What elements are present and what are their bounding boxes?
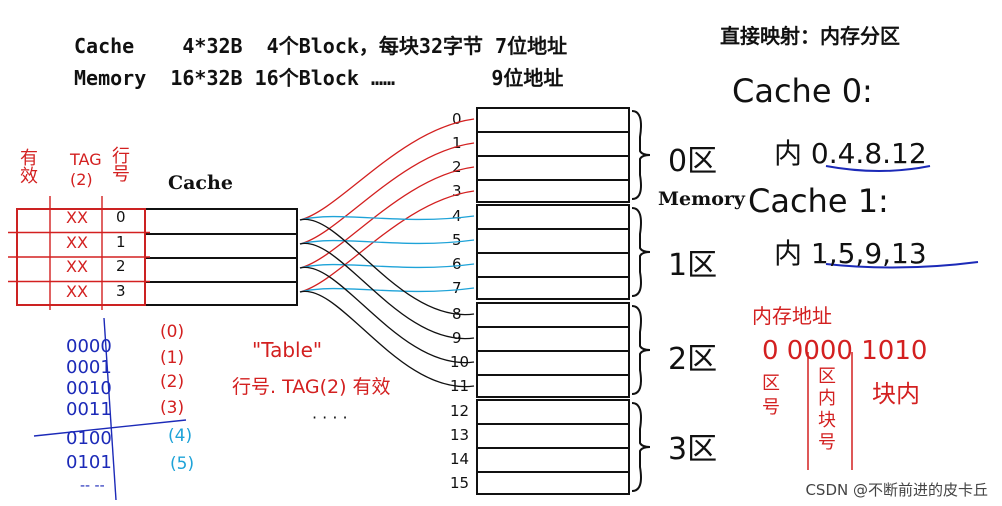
memory-row-index: 7: [452, 279, 462, 297]
memory-row-index: 14: [450, 450, 470, 468]
memory-row-index: 2: [452, 158, 462, 176]
memory-row-index: 5: [452, 231, 462, 249]
bin-index: (2): [160, 372, 185, 392]
zone-label: 0区: [668, 144, 718, 179]
memory-row-divider: [476, 179, 630, 181]
mapping-line: [299, 215, 475, 221]
tag-mark: XX: [66, 208, 88, 227]
watermark: CSDN @不断前进的皮卡丘: [805, 481, 988, 499]
memory-row-divider: [476, 276, 630, 278]
memory-row-index: 4: [452, 207, 462, 225]
zone-label: 2区: [668, 342, 718, 377]
table-quote: "Table": [252, 338, 323, 362]
memory-row-divider: [476, 471, 630, 473]
zone-brace: [631, 207, 651, 297]
tag-header: TAG (2): [70, 150, 102, 189]
zone-brace: [631, 402, 651, 492]
header-line-1: Cache 4*32B 4个Block，每块32字节 7位地址: [74, 34, 568, 58]
memory-label: Memory: [658, 188, 745, 210]
bin-row: 0010: [66, 378, 112, 399]
bin-index: (0): [160, 322, 185, 342]
binary-divider: [33, 419, 187, 437]
memory-row-index: 3: [452, 182, 462, 200]
tag-mark: XX: [66, 233, 88, 252]
cache0-label: Cache 0:: [732, 72, 873, 110]
zone-number: 区 号: [762, 373, 780, 418]
bin-row: -- --: [80, 478, 105, 494]
memory-row-index: 6: [452, 255, 462, 273]
table-dots: · · · ·: [312, 408, 348, 427]
tag-mark: XX: [66, 282, 88, 301]
bin-row: 0101: [66, 452, 112, 473]
bin-row: 0001: [66, 357, 112, 378]
cache1-label: Cache 1:: [748, 182, 889, 220]
memory-row-index: 12: [450, 402, 470, 420]
cache0-items: 内 0.4.8.12: [774, 137, 927, 170]
mapping-line: [299, 218, 475, 316]
memory-row-divider: [476, 252, 630, 254]
bin-index: (3): [160, 398, 185, 418]
mapping-line: [299, 263, 475, 269]
memory-row-index: 15: [450, 474, 470, 492]
underline: [825, 165, 931, 172]
zone-label: 3区: [668, 432, 718, 467]
mapping-line: [299, 239, 475, 245]
mapping-line: [299, 166, 475, 269]
memory-row-divider: [476, 228, 630, 230]
zone-brace: [631, 110, 651, 200]
page-title: 直接映射：内存分区: [720, 24, 900, 48]
mapping-line: [299, 266, 475, 364]
memory-row-divider: [476, 131, 630, 133]
mapping-line: [299, 242, 475, 340]
row-header: 行 号: [112, 146, 130, 185]
memory-row-divider: [476, 423, 630, 425]
mapping-line: [299, 142, 475, 245]
memory-row-divider: [476, 155, 630, 157]
addr-bits: 0 0000 1010: [762, 336, 928, 366]
cache-label: Cache: [168, 172, 233, 194]
zone-brace: [631, 305, 651, 395]
mapping-line: [299, 287, 475, 293]
memory-row-divider: [476, 326, 630, 328]
bin-index: (1): [160, 348, 185, 368]
cache-row-index: 1: [116, 233, 126, 251]
bin-index: (4): [168, 426, 193, 446]
cache1-items: 内 1,5,9,13: [774, 237, 927, 270]
mapping-line: [299, 290, 475, 388]
binary-divider: [103, 317, 117, 501]
block-number: 区 内 块 号: [818, 366, 836, 453]
valid-header: 有 效: [20, 148, 38, 187]
bin-row: 0100: [66, 428, 112, 449]
cache-row-index: 0: [116, 208, 126, 226]
table-desc: 行号. TAG(2) 有效: [232, 376, 391, 398]
memory-row-index: 13: [450, 426, 470, 444]
memory-row-divider: [476, 447, 630, 449]
mapping-line: [299, 118, 475, 221]
header-line-2: Memory 16*32B 16个Block …… 9位地址: [74, 66, 564, 90]
bin-index: (5): [170, 454, 195, 474]
cache-row-index: 2: [116, 257, 126, 275]
memory-row-divider: [476, 350, 630, 352]
memory-row-divider: [476, 374, 630, 376]
zone-label: 1区: [668, 248, 718, 283]
memory-row-index: 1: [452, 134, 462, 152]
intra-block: 块内: [872, 380, 920, 408]
memory-row-index: 0: [452, 110, 462, 128]
mem-addr-label: 内存地址: [752, 304, 832, 328]
bin-row: 0000: [66, 336, 112, 357]
underline: [825, 261, 979, 269]
bin-row: 0011: [66, 399, 112, 420]
cache-row-index: 3: [116, 282, 126, 300]
tag-mark: XX: [66, 257, 88, 276]
